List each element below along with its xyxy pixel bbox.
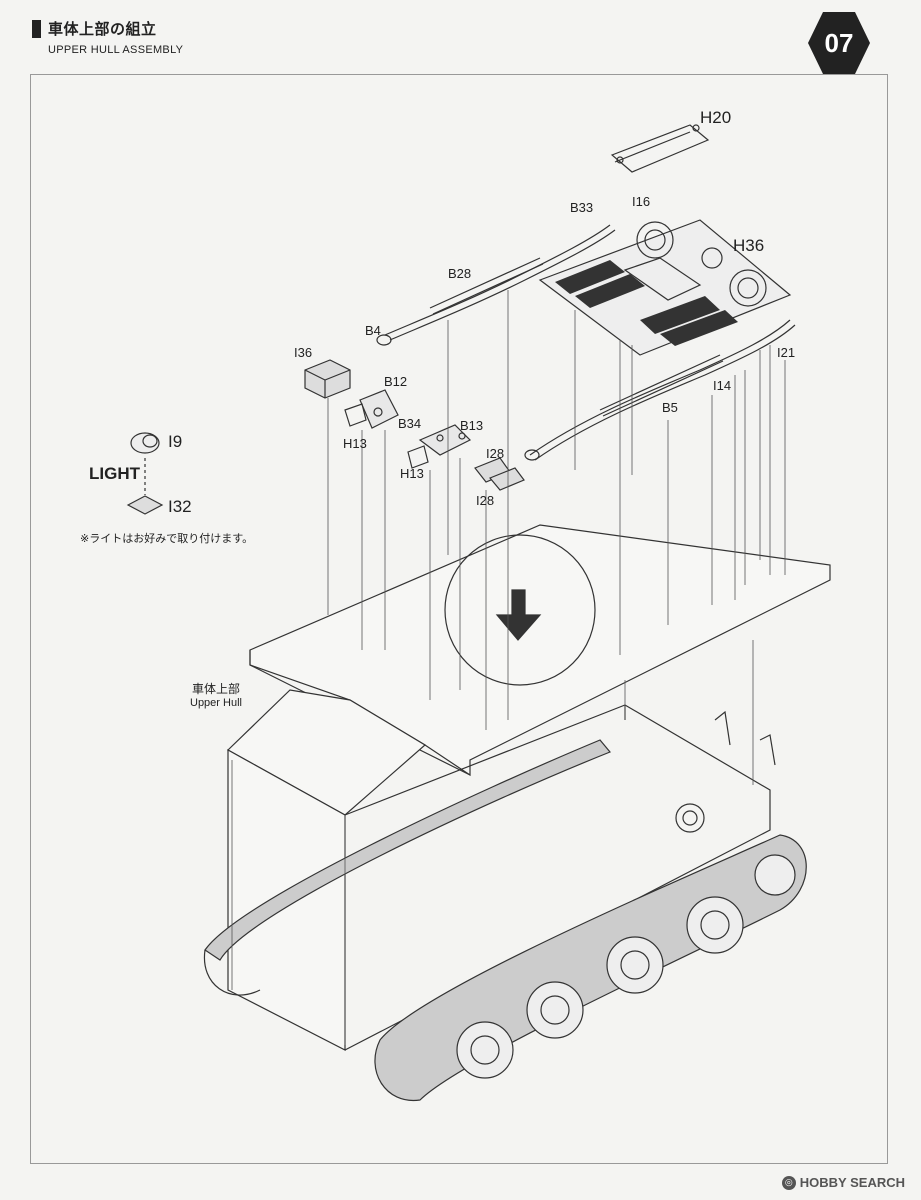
upper-hull-label-jp: 車体上部 (192, 682, 241, 696)
part-label-i32: I32 (168, 497, 192, 516)
part-label-h13-left: H13 (343, 436, 367, 451)
watermark-text: HOBBY SEARCH (799, 1175, 905, 1190)
part-label-b34: B34 (398, 416, 422, 431)
page-title-jp: 車体上部の組立 (48, 20, 157, 38)
step-badge (806, 10, 872, 76)
watermark: ◎ HOBBY SEARCH (781, 1175, 905, 1190)
step-number: 07 (824, 27, 854, 58)
part-label-b13: B13 (460, 418, 484, 433)
part-label-i21: I21 (777, 345, 796, 360)
hobby-search-logo-icon: ◎ (781, 1175, 796, 1190)
light-note: ※ライトはお好みで取り付けます。 (80, 532, 254, 545)
part-label-b12: B12 (384, 374, 408, 389)
part-label-i28-top: I28 (486, 446, 505, 461)
part-label-i16: I16 (632, 194, 651, 209)
part-label-i9: I9 (168, 432, 183, 451)
page-frame (30, 74, 888, 1164)
page-title-en: UPPER HULL ASSEMBLY (48, 44, 184, 56)
upper-hull-label-en: Upper Hull (190, 697, 242, 709)
part-label-h20: H20 (700, 108, 732, 127)
part-label-b4: B4 (365, 323, 381, 338)
light-label: LIGHT (89, 464, 140, 483)
part-label-b28: B28 (448, 266, 472, 281)
part-label-i28-bottom: I28 (476, 493, 495, 508)
part-label-i36: I36 (294, 345, 313, 360)
part-label-h36: H36 (733, 236, 765, 255)
part-label-b5: B5 (662, 400, 678, 415)
part-label-h13-right: H13 (400, 466, 424, 481)
header-marker (32, 20, 41, 38)
part-label-i14: I14 (713, 378, 732, 393)
part-label-b33: B33 (570, 200, 594, 215)
